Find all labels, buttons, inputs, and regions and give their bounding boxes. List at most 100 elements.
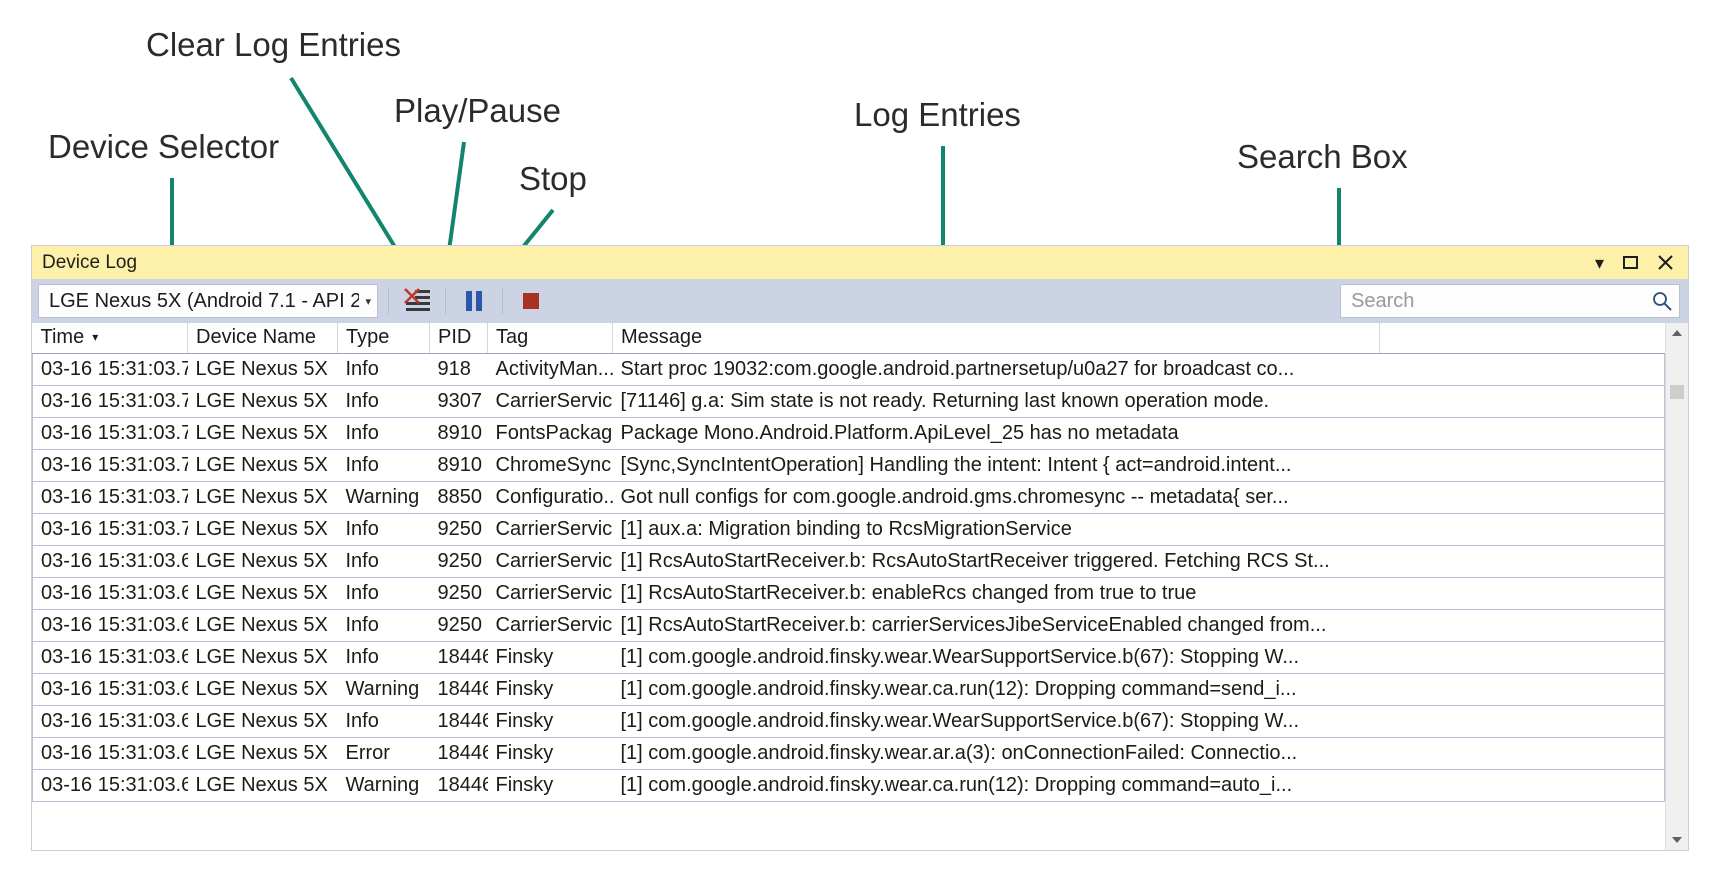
column-header-pid[interactable]: PID	[429, 323, 488, 354]
annotation-play-pause: Play/Pause	[394, 92, 561, 129]
scrollbar-thumb[interactable]	[1670, 385, 1684, 399]
table-row[interactable]: 03-16 15:31:03.674LGE Nexus 5XInfo9250Ca…	[32, 609, 1665, 642]
table-row[interactable]: 03-16 15:31:03.753LGE Nexus 5XInfo9307Ca…	[32, 385, 1665, 418]
play-pause-button[interactable]	[456, 284, 492, 318]
cell-time: 03-16 15:31:03.674	[32, 609, 188, 642]
scroll-down-button[interactable]	[1666, 830, 1688, 850]
cell-time: 03-16 15:31:03.711	[32, 513, 188, 546]
table-row[interactable]: 03-16 15:31:03.719LGE Nexus 5XWarning885…	[32, 481, 1665, 514]
cell-message: [1] aux.a: Migration binding to RcsMigra…	[612, 513, 1380, 546]
cell-type: Warning	[337, 673, 430, 706]
cell-message: Package Mono.Android.Platform.ApiLevel_2…	[612, 417, 1380, 450]
table-row[interactable]: 03-16 15:31:03.641LGE Nexus 5XWarning184…	[32, 769, 1665, 802]
table-row[interactable]: 03-16 15:31:03.757LGE Nexus 5XInfo918Act…	[32, 353, 1665, 386]
pause-icon	[463, 289, 485, 313]
cell-tag: Finsky	[487, 641, 613, 674]
toolbar-separator	[388, 288, 389, 314]
window-titlebar: Device Log ▾	[32, 246, 1688, 279]
table-row[interactable]: 03-16 15:31:03.642LGE Nexus 5XInfo18446F…	[32, 705, 1665, 738]
cell-message: [71146] g.a: Sim state is not ready. Ret…	[612, 385, 1380, 418]
cell-type: Info	[337, 545, 430, 578]
cell-spacer	[1379, 353, 1665, 386]
clear-log-button[interactable]	[399, 284, 435, 318]
cell-spacer	[1379, 609, 1665, 642]
cell-pid: 9307	[429, 385, 488, 418]
cell-spacer	[1379, 673, 1665, 706]
scrollbar-track[interactable]	[1666, 343, 1688, 830]
column-header-device-name[interactable]: Device Name	[187, 323, 338, 354]
cell-spacer	[1379, 641, 1665, 674]
cell-spacer	[1379, 513, 1665, 546]
window-buttons: ▾	[1595, 254, 1680, 272]
table-row[interactable]: 03-16 15:31:03.655LGE Nexus 5XInfo18446F…	[32, 641, 1665, 674]
close-icon[interactable]	[1657, 254, 1674, 271]
cell-device: LGE Nexus 5X	[187, 609, 338, 642]
annotation-device-selector: Device Selector	[48, 128, 280, 165]
cell-tag: CarrierServices	[487, 577, 613, 610]
cell-time: 03-16 15:31:03.655	[32, 673, 188, 706]
cell-device: LGE Nexus 5X	[187, 769, 338, 802]
cell-device: LGE Nexus 5X	[187, 481, 338, 514]
chevron-down-icon[interactable]: ▾	[1594, 252, 1604, 273]
cell-type: Error	[337, 737, 430, 770]
cell-time: 03-16 15:31:03.734	[32, 417, 188, 450]
table-row[interactable]: 03-16 15:31:03.711LGE Nexus 5XInfo9250Ca…	[32, 513, 1665, 546]
column-header-message[interactable]: Message	[612, 323, 1380, 354]
toolbar-separator	[502, 288, 503, 314]
search-box[interactable]	[1340, 284, 1680, 318]
cell-tag: CarrierServices	[487, 385, 613, 418]
cell-device: LGE Nexus 5X	[187, 353, 338, 386]
table-row[interactable]: 03-16 15:31:03.655LGE Nexus 5XWarning184…	[32, 673, 1665, 706]
cell-tag: CarrierServices	[487, 545, 613, 578]
log-table: Time▾ Device Name Type PID Tag Message 0…	[32, 323, 1665, 802]
cell-spacer	[1379, 769, 1665, 802]
cell-type: Warning	[337, 769, 430, 802]
cell-device: LGE Nexus 5X	[187, 641, 338, 674]
cell-tag: CarrierServices	[487, 513, 613, 546]
cell-spacer	[1379, 449, 1665, 482]
cell-time: 03-16 15:31:03.719	[32, 481, 188, 514]
cell-type: Info	[337, 513, 430, 546]
cell-time: 03-16 15:31:03.693	[32, 577, 188, 610]
cell-time: 03-16 15:31:03.641	[32, 769, 188, 802]
annotation-search-box: Search Box	[1237, 138, 1408, 175]
column-header-tag[interactable]: Tag	[487, 323, 613, 354]
sort-descending-icon: ▾	[92, 330, 99, 344]
cell-type: Info	[337, 609, 430, 642]
cell-type: Warning	[337, 481, 430, 514]
table-row[interactable]: 03-16 15:31:03.641LGE Nexus 5XError18446…	[32, 737, 1665, 770]
toolbar-separator	[445, 288, 446, 314]
scroll-up-button[interactable]	[1666, 323, 1688, 343]
cell-type: Info	[337, 705, 430, 738]
table-row[interactable]: 03-16 15:31:03.734LGE Nexus 5XInfo8910Fo…	[32, 417, 1665, 450]
table-row[interactable]: 03-16 15:31:03.727LGE Nexus 5XInfo8910Ch…	[32, 449, 1665, 482]
cell-message: [Sync,SyncIntentOperation] Handling the …	[612, 449, 1380, 482]
cell-time: 03-16 15:31:03.641	[32, 737, 188, 770]
cell-message: [1] com.google.android.finsky.wear.WearS…	[612, 705, 1380, 738]
cell-type: Info	[337, 353, 430, 386]
column-header-type[interactable]: Type	[337, 323, 430, 354]
cell-time: 03-16 15:31:03.655	[32, 641, 188, 674]
cell-pid: 18446	[429, 769, 488, 802]
cell-device: LGE Nexus 5X	[187, 705, 338, 738]
cell-device: LGE Nexus 5X	[187, 385, 338, 418]
device-selector[interactable]: LGE Nexus 5X (Android 7.1 - API 25) ▾	[38, 284, 378, 318]
table-row[interactable]: 03-16 15:31:03.694LGE Nexus 5XInfo9250Ca…	[32, 545, 1665, 578]
column-header-time[interactable]: Time▾	[32, 323, 188, 354]
device-log-window: Device Log ▾ LGE Nexus 5X (Android 7.1 -…	[31, 245, 1689, 851]
annotation-clear-log-entries: Clear Log Entries	[146, 26, 401, 63]
cell-device: LGE Nexus 5X	[187, 737, 338, 770]
search-icon[interactable]	[1645, 290, 1679, 312]
stop-button[interactable]	[513, 284, 549, 318]
vertical-scrollbar[interactable]	[1665, 323, 1688, 850]
maximize-icon[interactable]	[1622, 254, 1639, 271]
cell-message: [1] RcsAutoStartReceiver.b: carrierServi…	[612, 609, 1380, 642]
cell-spacer	[1379, 577, 1665, 610]
cell-spacer	[1379, 417, 1665, 450]
log-grid-container: Time▾ Device Name Type PID Tag Message 0…	[32, 323, 1665, 850]
cell-device: LGE Nexus 5X	[187, 449, 338, 482]
search-input[interactable]	[1341, 285, 1645, 317]
cell-device: LGE Nexus 5X	[187, 417, 338, 450]
table-row[interactable]: 03-16 15:31:03.693LGE Nexus 5XInfo9250Ca…	[32, 577, 1665, 610]
log-entries: Time▾ Device Name Type PID Tag Message 0…	[32, 323, 1688, 850]
